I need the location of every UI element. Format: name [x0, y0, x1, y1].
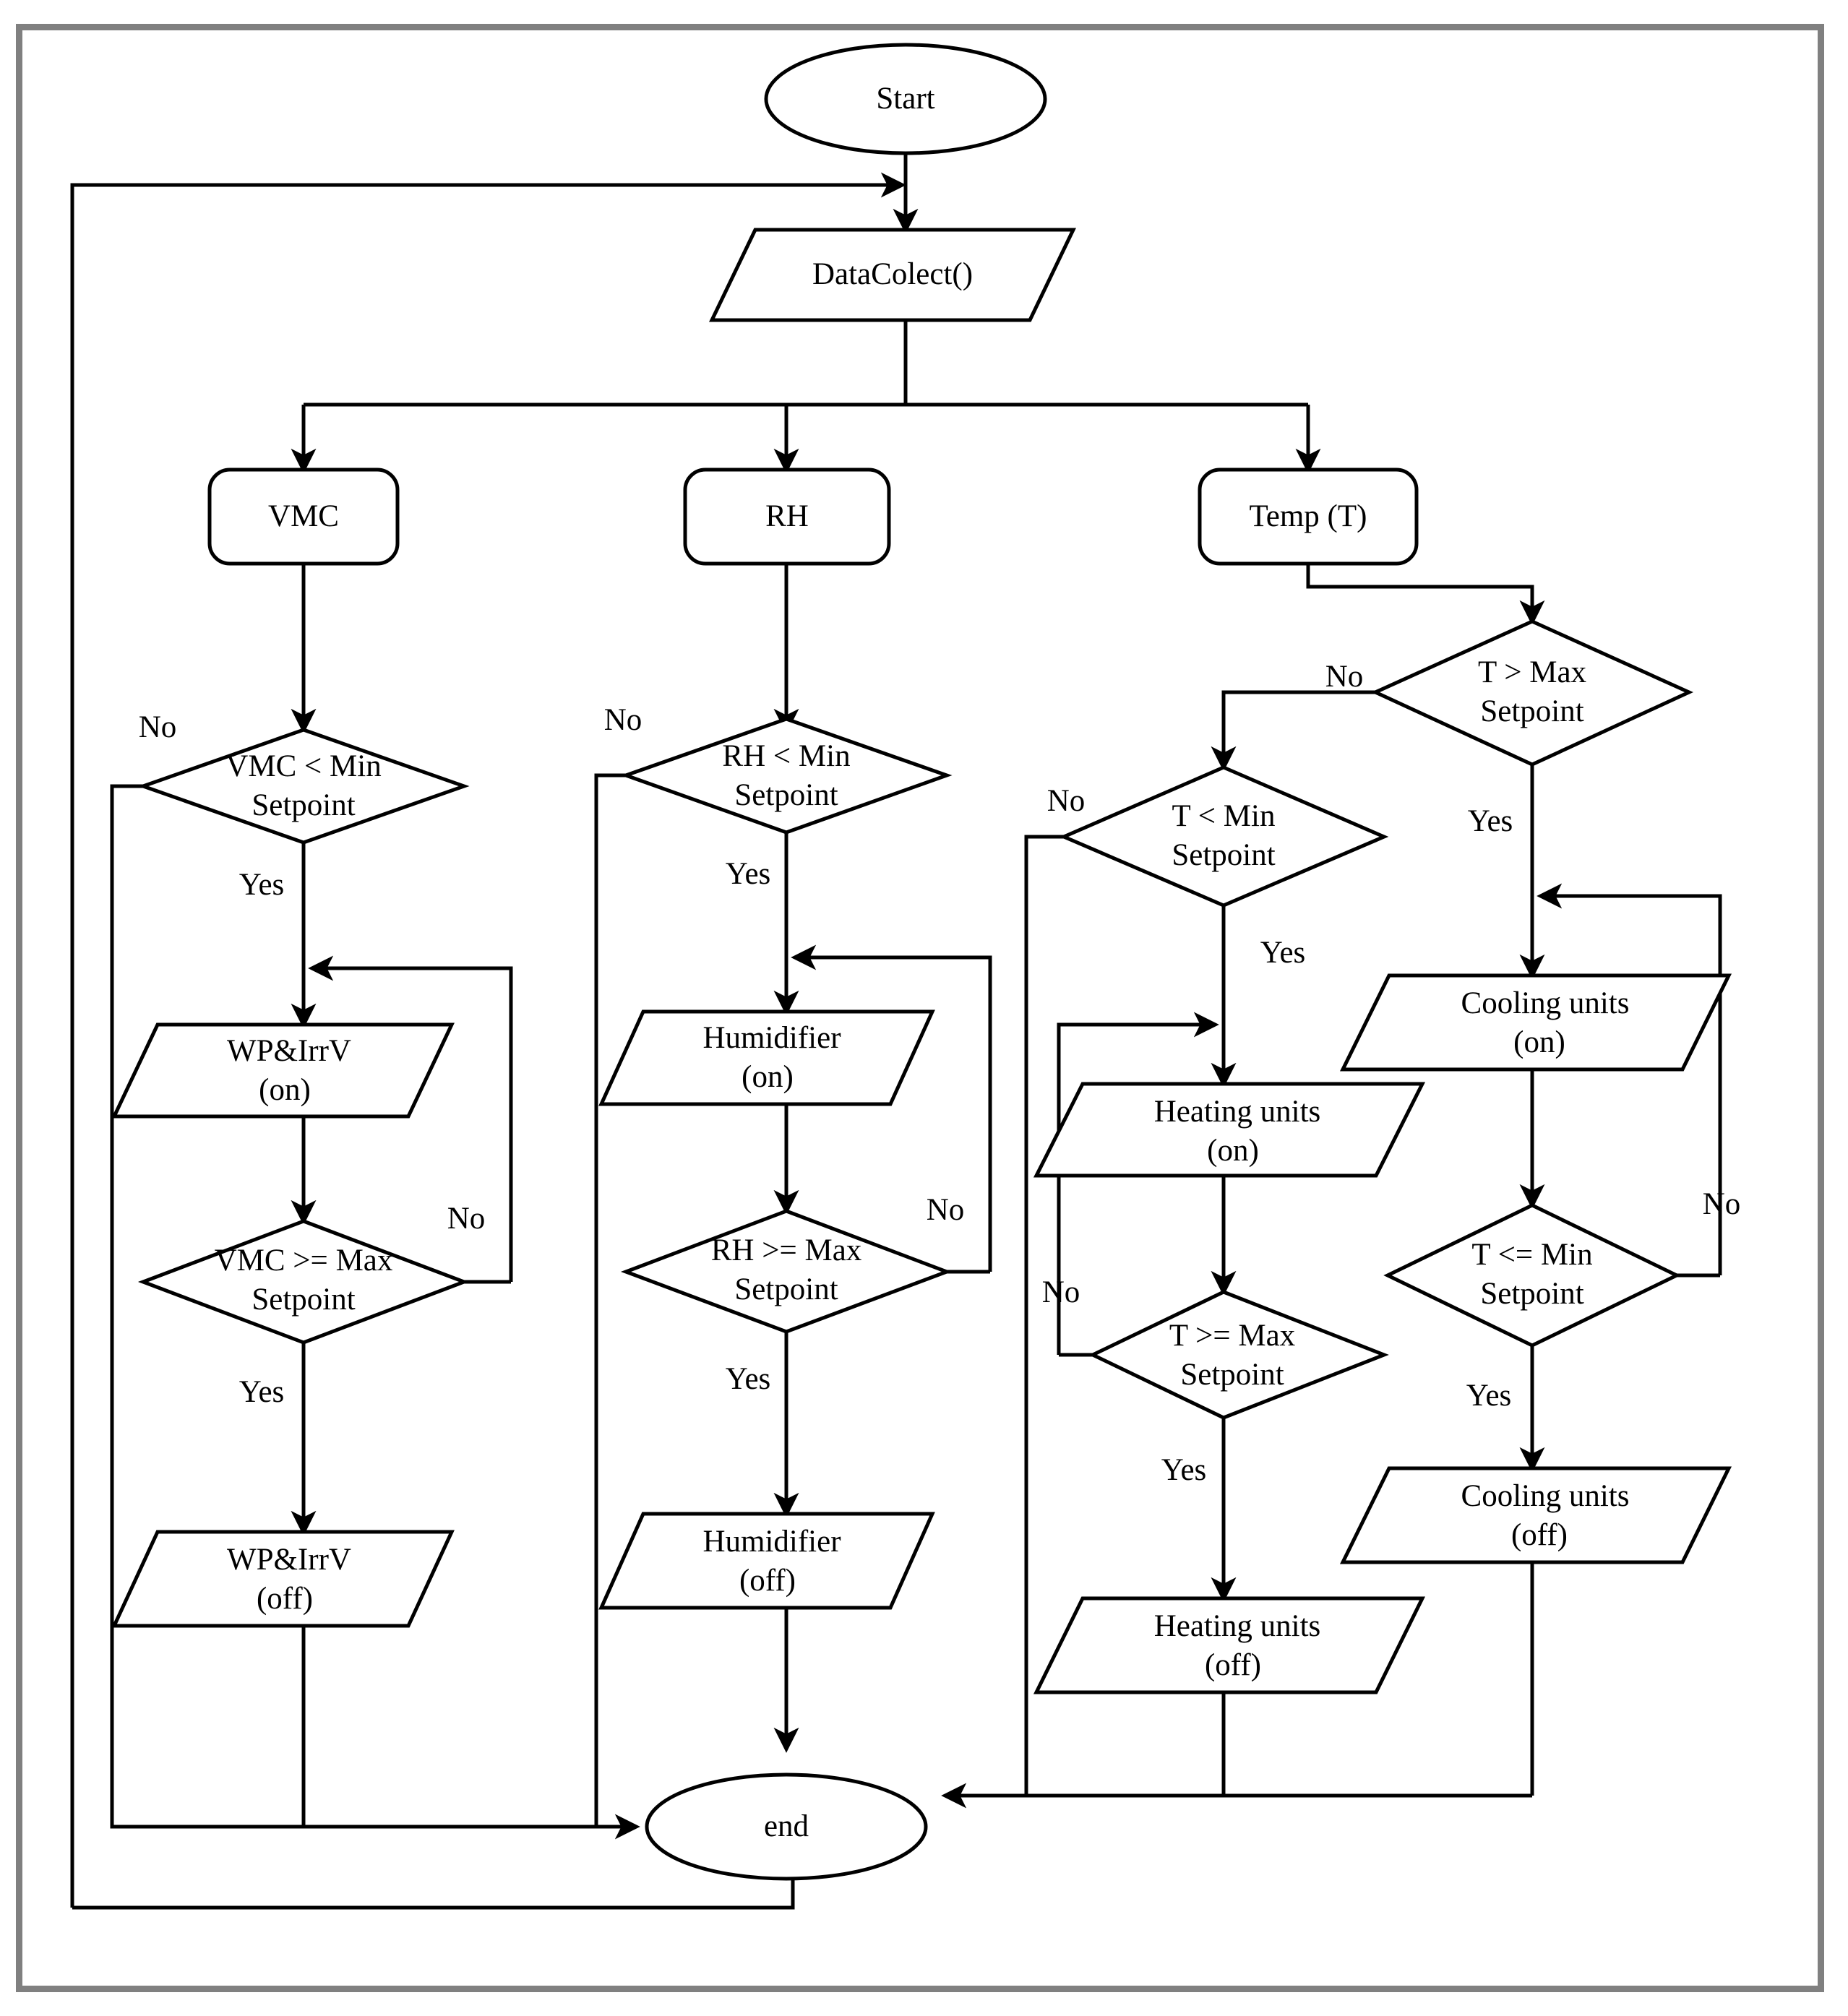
- edge-label-rhmin-no: No: [604, 703, 642, 737]
- edge-end-to-loop-rail: [72, 1857, 795, 1910]
- node-end-label: end: [764, 1809, 809, 1843]
- node-vmc-max-decision[interactable]: VMC >= Max Setpoint: [137, 1219, 470, 1345]
- node-t-le-min-line2: Setpoint: [1480, 1277, 1583, 1311]
- node-cool-off-line1: Cooling units: [1461, 1479, 1630, 1513]
- edge-tgtmax-no-to-tltmin: [1211, 690, 1375, 772]
- node-hum-on-line2: (on): [742, 1060, 794, 1094]
- node-t-lt-min-line1: T < Min: [1172, 799, 1276, 833]
- node-rh-max-line2: Setpoint: [734, 1272, 838, 1306]
- node-heat-off-line1: Heating units: [1154, 1609, 1321, 1643]
- node-t-gt-max-decision[interactable]: T > Max Setpoint: [1370, 619, 1694, 767]
- node-rh-label: RH: [765, 499, 809, 533]
- node-t-lt-min-decision[interactable]: T < Min Setpoint: [1059, 765, 1389, 908]
- edge-label-rhmax-yes: Yes: [726, 1362, 771, 1396]
- node-rh-min-line2: Setpoint: [734, 778, 838, 812]
- edge-label-tlemin-no: No: [1703, 1187, 1741, 1221]
- edge-loop-back-to-datacollect: [70, 172, 906, 1908]
- node-heating-units-off[interactable]: Heating units (off): [1033, 1596, 1426, 1694]
- node-heat-off-line2: (off): [1205, 1648, 1261, 1682]
- edge-tlemin-no-loop: [1537, 883, 1722, 1275]
- node-start-label: Start: [876, 82, 934, 116]
- node-t-ge-max-decision[interactable]: T >= Max Setpoint: [1088, 1290, 1389, 1420]
- edge-vmcmax-no-loop: [308, 955, 513, 1282]
- node-rh-min-line1: RH < Min: [722, 739, 850, 773]
- node-heat-on-line1: Heating units: [1154, 1095, 1321, 1129]
- node-hum-on-line1: Humidifier: [702, 1021, 841, 1055]
- node-rh[interactable]: RH: [683, 468, 891, 566]
- edge-label-tgtmax-yes: Yes: [1468, 804, 1513, 838]
- node-cool-off-line2: (off): [1511, 1518, 1568, 1552]
- node-cool-on-line1: Cooling units: [1461, 986, 1630, 1020]
- node-t-ge-max-line2: Setpoint: [1180, 1358, 1284, 1392]
- node-rh-min-decision[interactable]: RH < Min Setpoint: [620, 717, 953, 835]
- node-cooling-units-on[interactable]: Cooling units (on): [1339, 973, 1732, 1072]
- node-vmc-max-line1: VMC >= Max: [215, 1244, 393, 1278]
- node-t-gt-max-line2: Setpoint: [1480, 694, 1583, 728]
- node-end[interactable]: end: [645, 1772, 928, 1881]
- node-vmc[interactable]: VMC: [207, 468, 400, 566]
- edge-label-vmcmin-no: No: [139, 710, 177, 744]
- edge-label-vmcmax-yes: Yes: [239, 1375, 285, 1409]
- edge-label-tlemin-yes: Yes: [1466, 1379, 1512, 1413]
- edge-label-rhmax-no: No: [927, 1193, 965, 1227]
- node-heating-units-on[interactable]: Heating units (on): [1033, 1082, 1426, 1178]
- node-heat-on-line2: (on): [1207, 1134, 1259, 1168]
- node-t-lt-min-line2: Setpoint: [1172, 838, 1275, 872]
- node-rh-max-decision[interactable]: RH >= Max Setpoint: [620, 1209, 953, 1334]
- node-wp-on-line2: (on): [259, 1073, 311, 1107]
- node-vmc-label: VMC: [268, 499, 339, 533]
- edge-rhmax-no-loop: [791, 944, 992, 1272]
- node-wp-irrv-on[interactable]: WP&IrrV (on): [111, 1022, 455, 1119]
- node-wp-on-line1: WP&IrrV: [227, 1034, 351, 1068]
- node-t-le-min-decision[interactable]: T <= Min Setpoint: [1383, 1203, 1681, 1348]
- edge-label-rhmin-yes: Yes: [726, 857, 771, 891]
- edge-tgemax-no-loop: [1057, 1012, 1219, 1355]
- node-wp-irrv-off[interactable]: WP&IrrV (off): [111, 1530, 455, 1628]
- node-vmc-min-line2: Setpoint: [252, 788, 355, 822]
- node-temp-label: Temp (T): [1250, 499, 1367, 533]
- edge-rhmin-no-to-endrail: [594, 773, 626, 1827]
- node-hum-off-line1: Humidifier: [702, 1525, 841, 1559]
- edge-temp-to-tgtmax: [1306, 564, 1545, 626]
- node-t-gt-max-line1: T > Max: [1478, 655, 1586, 689]
- edge-tltmin-no-to-endrail: [1024, 835, 1064, 1796]
- edge-label-vmcmin-yes: Yes: [239, 868, 285, 902]
- node-vmc-min-line1: VMC < Min: [225, 749, 381, 783]
- node-datacollect[interactable]: DataColect(): [709, 228, 1076, 322]
- node-t-le-min-line1: T <= Min: [1471, 1238, 1592, 1272]
- node-cool-on-line2: (on): [1513, 1025, 1565, 1059]
- edge-label-tgemax-yes: Yes: [1161, 1453, 1207, 1487]
- node-humidifier-on[interactable]: Humidifier (on): [598, 1009, 935, 1106]
- edge-label-tltmin-yes: Yes: [1260, 936, 1306, 970]
- edge-vmcmin-no-to-end: [110, 784, 640, 1840]
- node-vmc-min-decision[interactable]: VMC < Min Setpoint: [137, 728, 470, 845]
- node-t-ge-max-line1: T >= Max: [1169, 1319, 1295, 1353]
- edge-label-tgemax-no: No: [1042, 1275, 1080, 1309]
- node-humidifier-off[interactable]: Humidifier (off): [598, 1512, 935, 1610]
- node-wp-off-line1: WP&IrrV: [227, 1543, 351, 1577]
- node-rh-max-line1: RH >= Max: [711, 1233, 862, 1267]
- node-wp-off-line2: (off): [257, 1582, 313, 1616]
- node-vmc-max-line2: Setpoint: [252, 1283, 355, 1317]
- edge-label-tgtmax-no: No: [1325, 660, 1364, 694]
- node-datacollect-label: DataColect(): [812, 257, 973, 291]
- node-hum-off-line2: (off): [739, 1564, 796, 1598]
- edge-label-vmcmax-no: No: [447, 1202, 486, 1236]
- edge-label-tltmin-no: No: [1047, 784, 1086, 818]
- node-temp[interactable]: Temp (T): [1198, 468, 1419, 566]
- node-cooling-units-off[interactable]: Cooling units (off): [1339, 1466, 1732, 1564]
- node-start[interactable]: Start: [764, 43, 1047, 155]
